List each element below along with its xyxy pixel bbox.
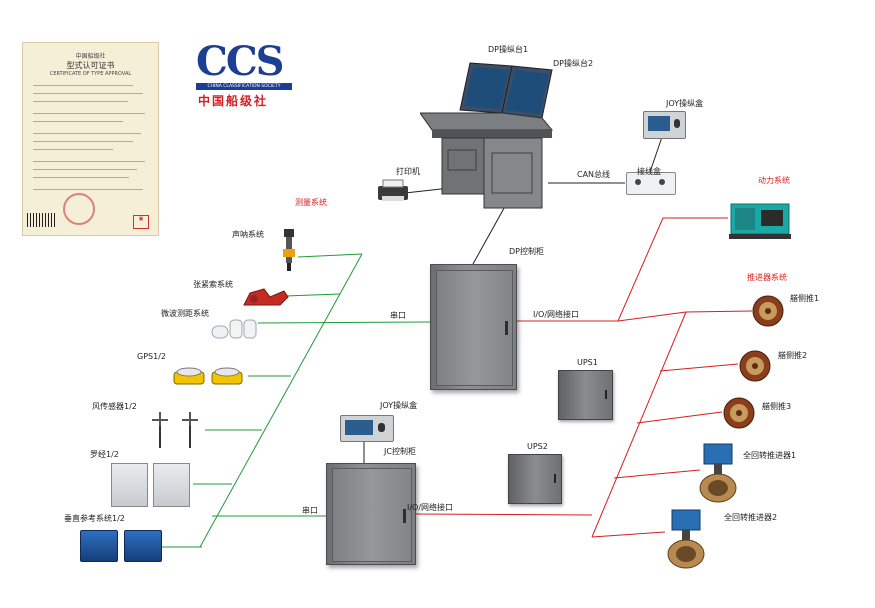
- vru-unit-2-icon: [124, 530, 162, 562]
- label-io-1: I/O/网络接口: [533, 310, 580, 319]
- gps-icon: [173, 367, 243, 385]
- jc-control-cabinet: [326, 463, 416, 565]
- label-tunnel-2: 艏侧推2: [778, 351, 808, 360]
- joy-console-top-icon: [643, 111, 686, 139]
- label-tunnel-3: 艏侧推3: [762, 402, 792, 411]
- certificate-header: 中国船级社: [75, 53, 106, 60]
- label-joy-console-top: JOY操纵盒: [666, 99, 704, 108]
- label-sonar: 声呐系统: [232, 230, 264, 239]
- label-printer: 打印机: [396, 167, 420, 176]
- azimuth-thruster-2-icon: [667, 509, 705, 569]
- label-can-bus: CAN总线: [577, 170, 611, 179]
- label-ups1: UPS1: [577, 358, 598, 367]
- azimuth-thruster-1-icon: [699, 443, 737, 503]
- red-seal-icon: [63, 193, 95, 225]
- stamp-icon: ▣: [133, 215, 149, 229]
- label-ups2: UPS2: [527, 442, 548, 451]
- certificate-title-cn: 型式认可证书: [66, 61, 115, 70]
- wind-sensor-icon: [152, 412, 198, 448]
- tunnel-thruster-1-icon: [752, 295, 784, 327]
- label-joy-console-bottom: JOY操纵盒: [380, 401, 418, 410]
- tunnel-thruster-3-icon: [723, 397, 755, 429]
- sonar-icon: [283, 229, 295, 271]
- ccs-logo-text: CCS: [196, 38, 285, 85]
- compass-unit-2-icon: [153, 463, 190, 507]
- label-taut-wire: 张紧索系统: [193, 280, 233, 289]
- label-dp-cabinet: DP控制柜: [509, 247, 544, 256]
- dp-control-cabinet: [430, 264, 517, 390]
- ccs-logo: CCS CHINA CLASSIFICATION SOCIETY 中国船级社: [196, 38, 296, 108]
- tunnel-thruster-2-icon: [739, 350, 771, 382]
- label-compass: 罗经1/2: [90, 450, 119, 459]
- dp-consoles-icon: [420, 62, 554, 209]
- label-junction-box: 接线盒: [637, 167, 661, 176]
- label-serial-2: 串口: [302, 506, 318, 515]
- label-power-system: 动力系统: [758, 176, 790, 185]
- ccs-logo-cn: 中国船级社: [198, 94, 269, 108]
- label-io-2: I/O/网络接口: [407, 503, 454, 512]
- barcode-icon: [27, 213, 57, 227]
- label-dp-console-1: DP操纵台1: [488, 45, 529, 54]
- label-thruster-system: 推进器系统: [747, 273, 787, 282]
- generator-icon: [729, 203, 791, 239]
- ups2-unit: [508, 454, 562, 504]
- compass-unit-1-icon: [111, 463, 148, 507]
- ccs-logo-subtitle: CHINA CLASSIFICATION SOCIETY: [196, 83, 292, 90]
- label-vru: 垂直参考系统1/2: [64, 514, 125, 523]
- vru-unit-1-icon: [80, 530, 118, 562]
- printer-icon: [378, 179, 408, 201]
- label-gps: GPS1/2: [137, 352, 166, 361]
- label-azimuth-1: 全回转推进器1: [743, 451, 797, 460]
- label-dp-console-2: DP操纵台2: [553, 59, 594, 68]
- label-tunnel-1: 艏侧推1: [790, 294, 820, 303]
- ups1-unit: [558, 370, 613, 420]
- type-approval-certificate: 中国船级社 型式认可证书 CERTIFICATE OF TYPE APPROVA…: [22, 42, 159, 236]
- measurement-lines: [162, 253, 431, 548]
- label-azimuth-2: 全回转推进器2: [724, 513, 778, 522]
- label-serial-1: 串口: [390, 311, 406, 320]
- label-jc-cabinet: JC控制柜: [384, 447, 416, 456]
- certificate-title-en: CERTIFICATE OF TYPE APPROVAL: [49, 71, 132, 77]
- joy-to-junction-line: [649, 136, 663, 173]
- control-lines: [413, 217, 753, 538]
- label-micro-wave: 微波测距系统: [161, 309, 209, 318]
- taut-wire-icon: [243, 288, 289, 306]
- joy-console-bottom-icon: [340, 415, 394, 442]
- junction-box-icon: [626, 172, 676, 195]
- label-measure-system: 测量系统: [295, 198, 327, 207]
- microwave-sensor-icon: [211, 319, 257, 339]
- label-wind: 风传感器1/2: [92, 402, 137, 411]
